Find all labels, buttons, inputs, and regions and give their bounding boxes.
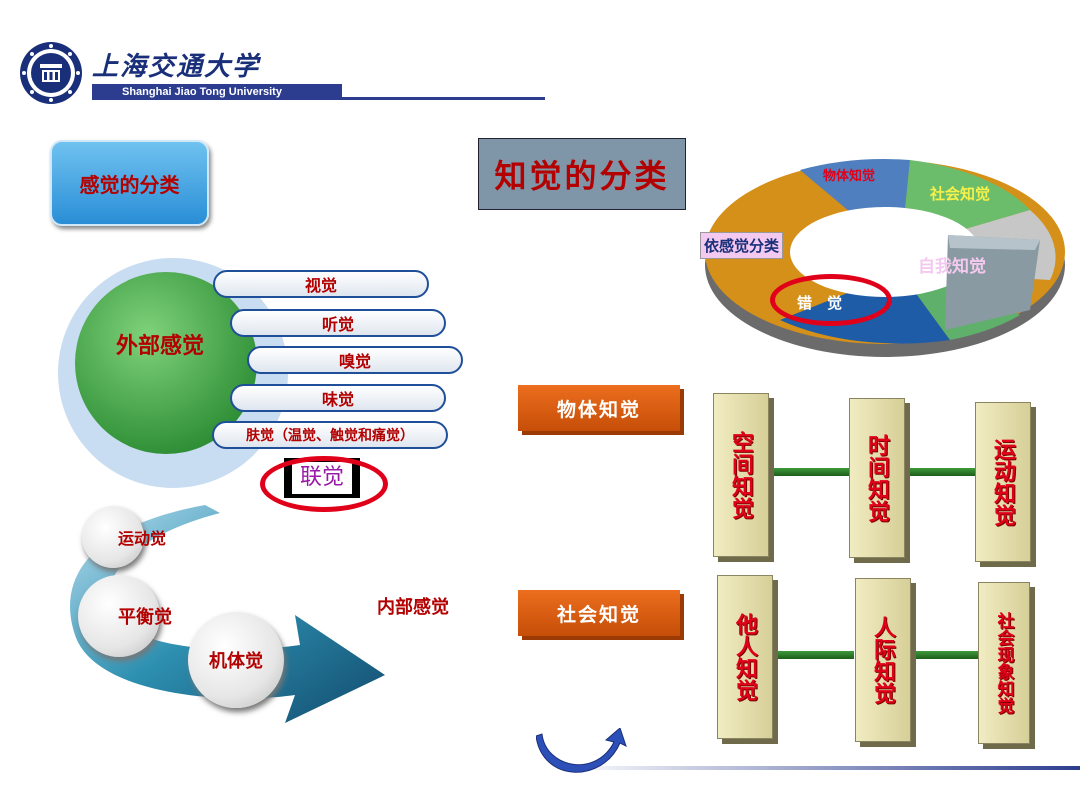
- donut-label-self: 自我知觉: [918, 257, 986, 277]
- university-seal-icon: [20, 42, 82, 104]
- perception-classification-title[interactable]: 知觉的分类: [478, 138, 686, 210]
- pillar-connector: [776, 651, 854, 659]
- return-arrow-icon[interactable]: [536, 728, 628, 780]
- sensation-classification-button[interactable]: 感觉的分类: [50, 140, 209, 226]
- pillar-time-perception[interactable]: 时间知觉: [849, 398, 905, 558]
- illusion-highlight-oval: [770, 274, 892, 326]
- organic-sense-label: 机体觉: [209, 651, 263, 672]
- sense-item-vision[interactable]: 视觉: [213, 270, 429, 298]
- pillar-social-phenomena-perception[interactable]: 社会现象知觉: [978, 582, 1030, 744]
- donut-label-sense-based: 依感觉分类: [700, 232, 784, 259]
- pillar-spatial-perception[interactable]: 空间知觉: [713, 393, 769, 557]
- pillar-motion-perception[interactable]: 运动知觉: [975, 402, 1031, 562]
- pillar-interpersonal-perception[interactable]: 人际知觉: [855, 578, 911, 742]
- pillar-text: 他人知觉: [732, 613, 758, 701]
- donut-label-object: 物体知觉: [823, 169, 876, 184]
- university-name-cn: 上海交通大学: [92, 52, 261, 82]
- sense-item-smell[interactable]: 嗅觉: [247, 346, 463, 374]
- object-perception-bar[interactable]: 物体知觉: [518, 385, 680, 431]
- social-perception-bar[interactable]: 社会知觉: [518, 590, 680, 636]
- donut-label-social: 社会知觉: [930, 185, 991, 203]
- university-name-en: Shanghai Jiao Tong University: [92, 84, 342, 100]
- pillar-text: 社会现象知觉: [993, 612, 1014, 714]
- balance-sense-label: 平衡觉: [118, 607, 172, 628]
- organic-sense-ball[interactable]: 机体觉: [188, 612, 284, 708]
- header-divider: [340, 97, 545, 100]
- pillar-others-perception[interactable]: 他人知觉: [717, 575, 773, 739]
- motion-sense-ball[interactable]: 运动觉: [82, 506, 166, 568]
- sense-item-skin[interactable]: 肤觉（温觉、触觉和痛觉）: [212, 421, 448, 449]
- internal-sense-arrow: [70, 505, 385, 723]
- pillar-connector: [900, 468, 978, 476]
- sense-item-taste[interactable]: 味觉: [230, 384, 446, 412]
- pillar-text: 运动知觉: [990, 438, 1016, 526]
- footer-divider: [560, 766, 1080, 770]
- external-sense-label: 外部感觉: [115, 333, 204, 359]
- motion-sense-label: 运动觉: [118, 529, 167, 548]
- pillar-text: 时间知觉: [864, 434, 890, 522]
- balance-sense-ball[interactable]: 平衡觉: [78, 575, 172, 657]
- pillar-connector: [770, 468, 852, 476]
- pillar-text: 人际知觉: [870, 616, 896, 704]
- pillar-text: 空间知觉: [728, 431, 754, 519]
- internal-sense-label: 内部感觉: [377, 597, 449, 618]
- pillar-connector: [908, 651, 980, 659]
- synesthesia-highlight-oval: [260, 456, 388, 512]
- sense-item-hearing[interactable]: 听觉: [230, 309, 446, 337]
